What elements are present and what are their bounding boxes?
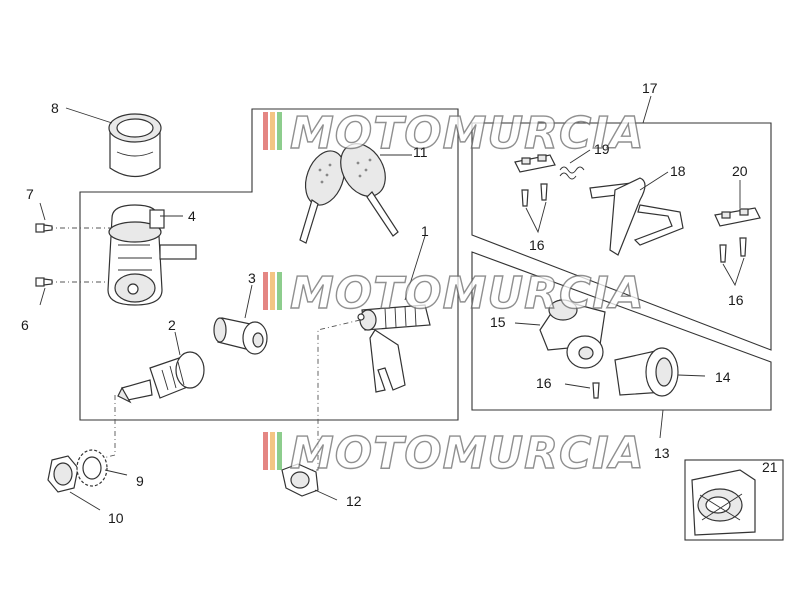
screw-7 [35, 223, 53, 233]
helmet-lock-group-frame [471, 251, 772, 411]
leader-lines [39, 95, 745, 511]
callout-7: 7 [26, 186, 34, 202]
watermark-middle: MOTOMURCIA [263, 267, 645, 320]
callout-8: 8 [51, 100, 59, 116]
part-3-cylinder [213, 317, 268, 355]
screw-6 [35, 277, 53, 287]
part-16-clip-left [514, 154, 556, 173]
callout-9: 9 [136, 473, 144, 489]
svg-text:MOTOMURCIA: MOTOMURCIA [290, 428, 645, 479]
part-21-kit [691, 469, 756, 536]
callout-15: 15 [490, 314, 506, 330]
screws-16-right [719, 237, 747, 263]
callout-2: 2 [168, 317, 176, 333]
callout-1: 1 [421, 223, 429, 239]
callout-16-top: 16 [529, 237, 545, 253]
screws-16-top [521, 183, 548, 207]
watermark-top: MOTOMURCIA [263, 107, 645, 160]
callout-10: 10 [108, 510, 124, 526]
part-9-washer [76, 449, 108, 487]
svg-text:MOTOMURCIA: MOTOMURCIA [290, 108, 645, 159]
watermark-bottom: MOTOMURCIA [263, 427, 645, 480]
callout-3: 3 [248, 270, 256, 286]
callout-6: 6 [21, 317, 29, 333]
callout-14: 14 [715, 369, 731, 385]
lock-assembly-frame [79, 108, 459, 421]
part-4-lock-body [107, 204, 197, 306]
part-19-spring [559, 166, 585, 180]
callout-12: 12 [346, 493, 362, 509]
callout-19: 19 [594, 141, 610, 157]
part-1-latch [357, 304, 431, 393]
callout-4: 4 [188, 208, 196, 224]
callout-13: 13 [654, 445, 670, 461]
part-8-cap [108, 113, 162, 178]
part-11-keys [299, 143, 399, 244]
callout-16-right: 16 [728, 292, 744, 308]
callout-20: 20 [732, 163, 748, 179]
callout-16-helmet: 16 [536, 375, 552, 391]
screw-16-helmet [592, 382, 600, 399]
part-12-nut [281, 463, 319, 497]
part-15-helmet-lock [539, 299, 606, 369]
kit-box-frame [684, 459, 784, 541]
part-2-lock-cylinder [117, 351, 205, 404]
part-20-clip-right [714, 207, 761, 227]
callout-21: 21 [762, 459, 778, 475]
callout-18: 18 [670, 163, 686, 179]
part-14-bushing [614, 347, 679, 397]
callout-11: 11 [413, 144, 428, 160]
part-18-seat-hook [589, 177, 684, 256]
part-10-nut [47, 455, 79, 493]
callout-17: 17 [642, 80, 658, 96]
svg-text:MOTOMURCIA: MOTOMURCIA [290, 268, 645, 319]
seat-lock-group-frame [471, 122, 772, 351]
